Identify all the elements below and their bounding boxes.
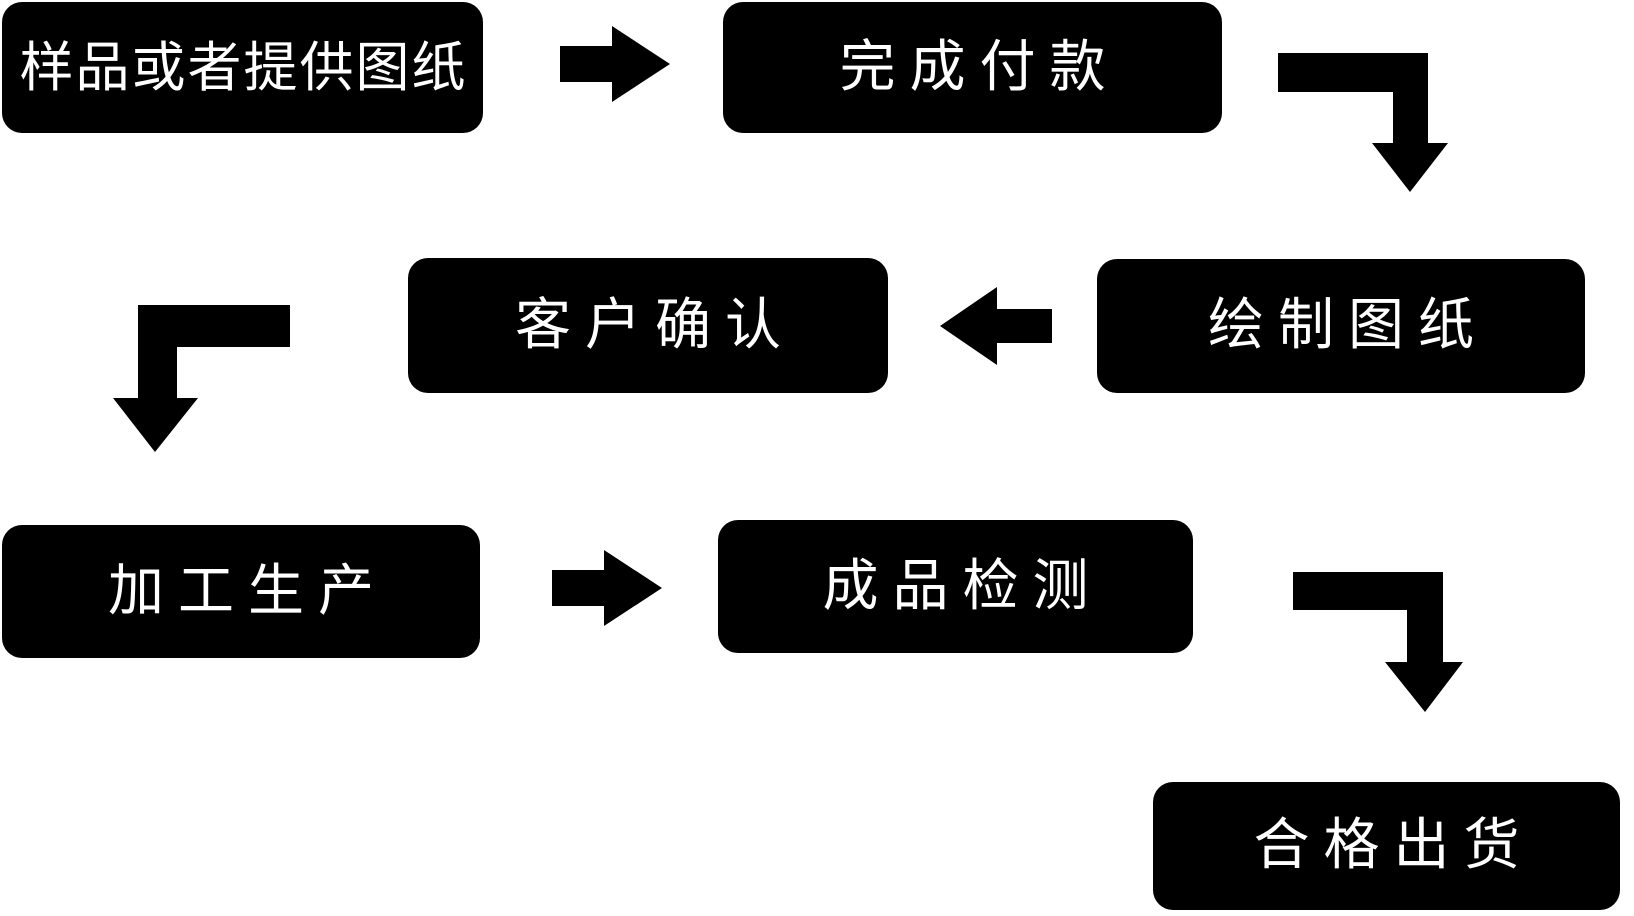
arrow-elbow-down-icon [1278,53,1448,192]
node-processing-production: 加工生产 [2,525,480,658]
node-label-complete-payment: 完成付款 [839,34,1120,100]
arrow-left-icon [940,287,1052,365]
node-customer-confirm: 客户确认 [408,258,888,393]
node-label-qualified-shipment: 合格出货 [1253,813,1534,878]
arrow-right-icon [560,26,670,102]
node-label-processing-production: 加工生产 [108,558,388,624]
arrow-elbow-down-icon [113,305,290,452]
node-label-finished-product-inspection: 成品检测 [822,553,1103,619]
arrow-elbow-down-icon [1293,572,1463,712]
node-label-sample-or-provide-drawing: 样品或者提供图纸 [19,35,468,99]
node-qualified-shipment: 合格出货 [1153,782,1620,910]
node-complete-payment: 完成付款 [723,2,1222,133]
node-draw-drawing: 绘制图纸 [1097,259,1585,393]
arrow-right-icon [552,550,662,626]
node-finished-product-inspection: 成品检测 [718,520,1193,653]
node-label-customer-confirm: 客户确认 [515,292,795,358]
node-sample-or-provide-drawing: 样品或者提供图纸 [2,2,483,133]
node-label-draw-drawing: 绘制图纸 [1208,293,1488,358]
